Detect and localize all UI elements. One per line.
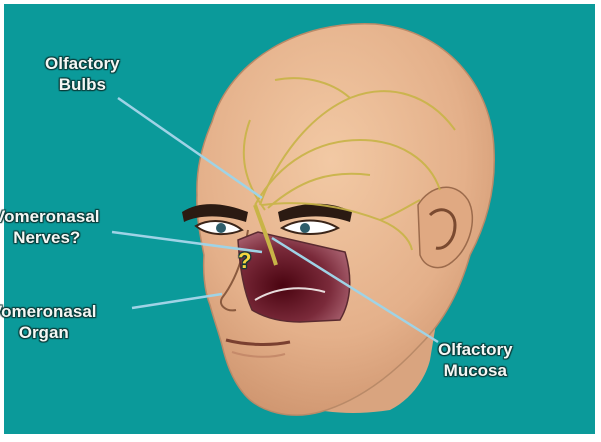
label-olfactory-mucosa-line1: Olfactory [438, 339, 513, 360]
iris-right [300, 223, 310, 233]
label-vomeronasal-nerves-line2: Nerves? [0, 227, 100, 248]
label-vomeronasal-nerves: Vomeronasal Nerves? [0, 206, 100, 248]
label-olfactory-bulbs: Olfactory Bulbs [45, 53, 120, 95]
label-vomeronasal-nerves-line1: Vomeronasal [0, 206, 100, 227]
label-olfactory-mucosa: Olfactory Mucosa [438, 339, 513, 381]
iris-left [216, 223, 226, 233]
label-vomeronasal-organ-line2: Organ [0, 322, 97, 343]
label-olfactory-bulbs-line1: Olfactory [45, 53, 120, 74]
label-olfactory-mucosa-line2: Mucosa [438, 360, 513, 381]
label-vomeronasal-organ: Vomeronasal Organ [0, 301, 97, 343]
question-mark: ? [238, 250, 251, 271]
label-vomeronasal-organ-line1: Vomeronasal [0, 301, 97, 322]
label-olfactory-bulbs-line2: Bulbs [45, 74, 120, 95]
